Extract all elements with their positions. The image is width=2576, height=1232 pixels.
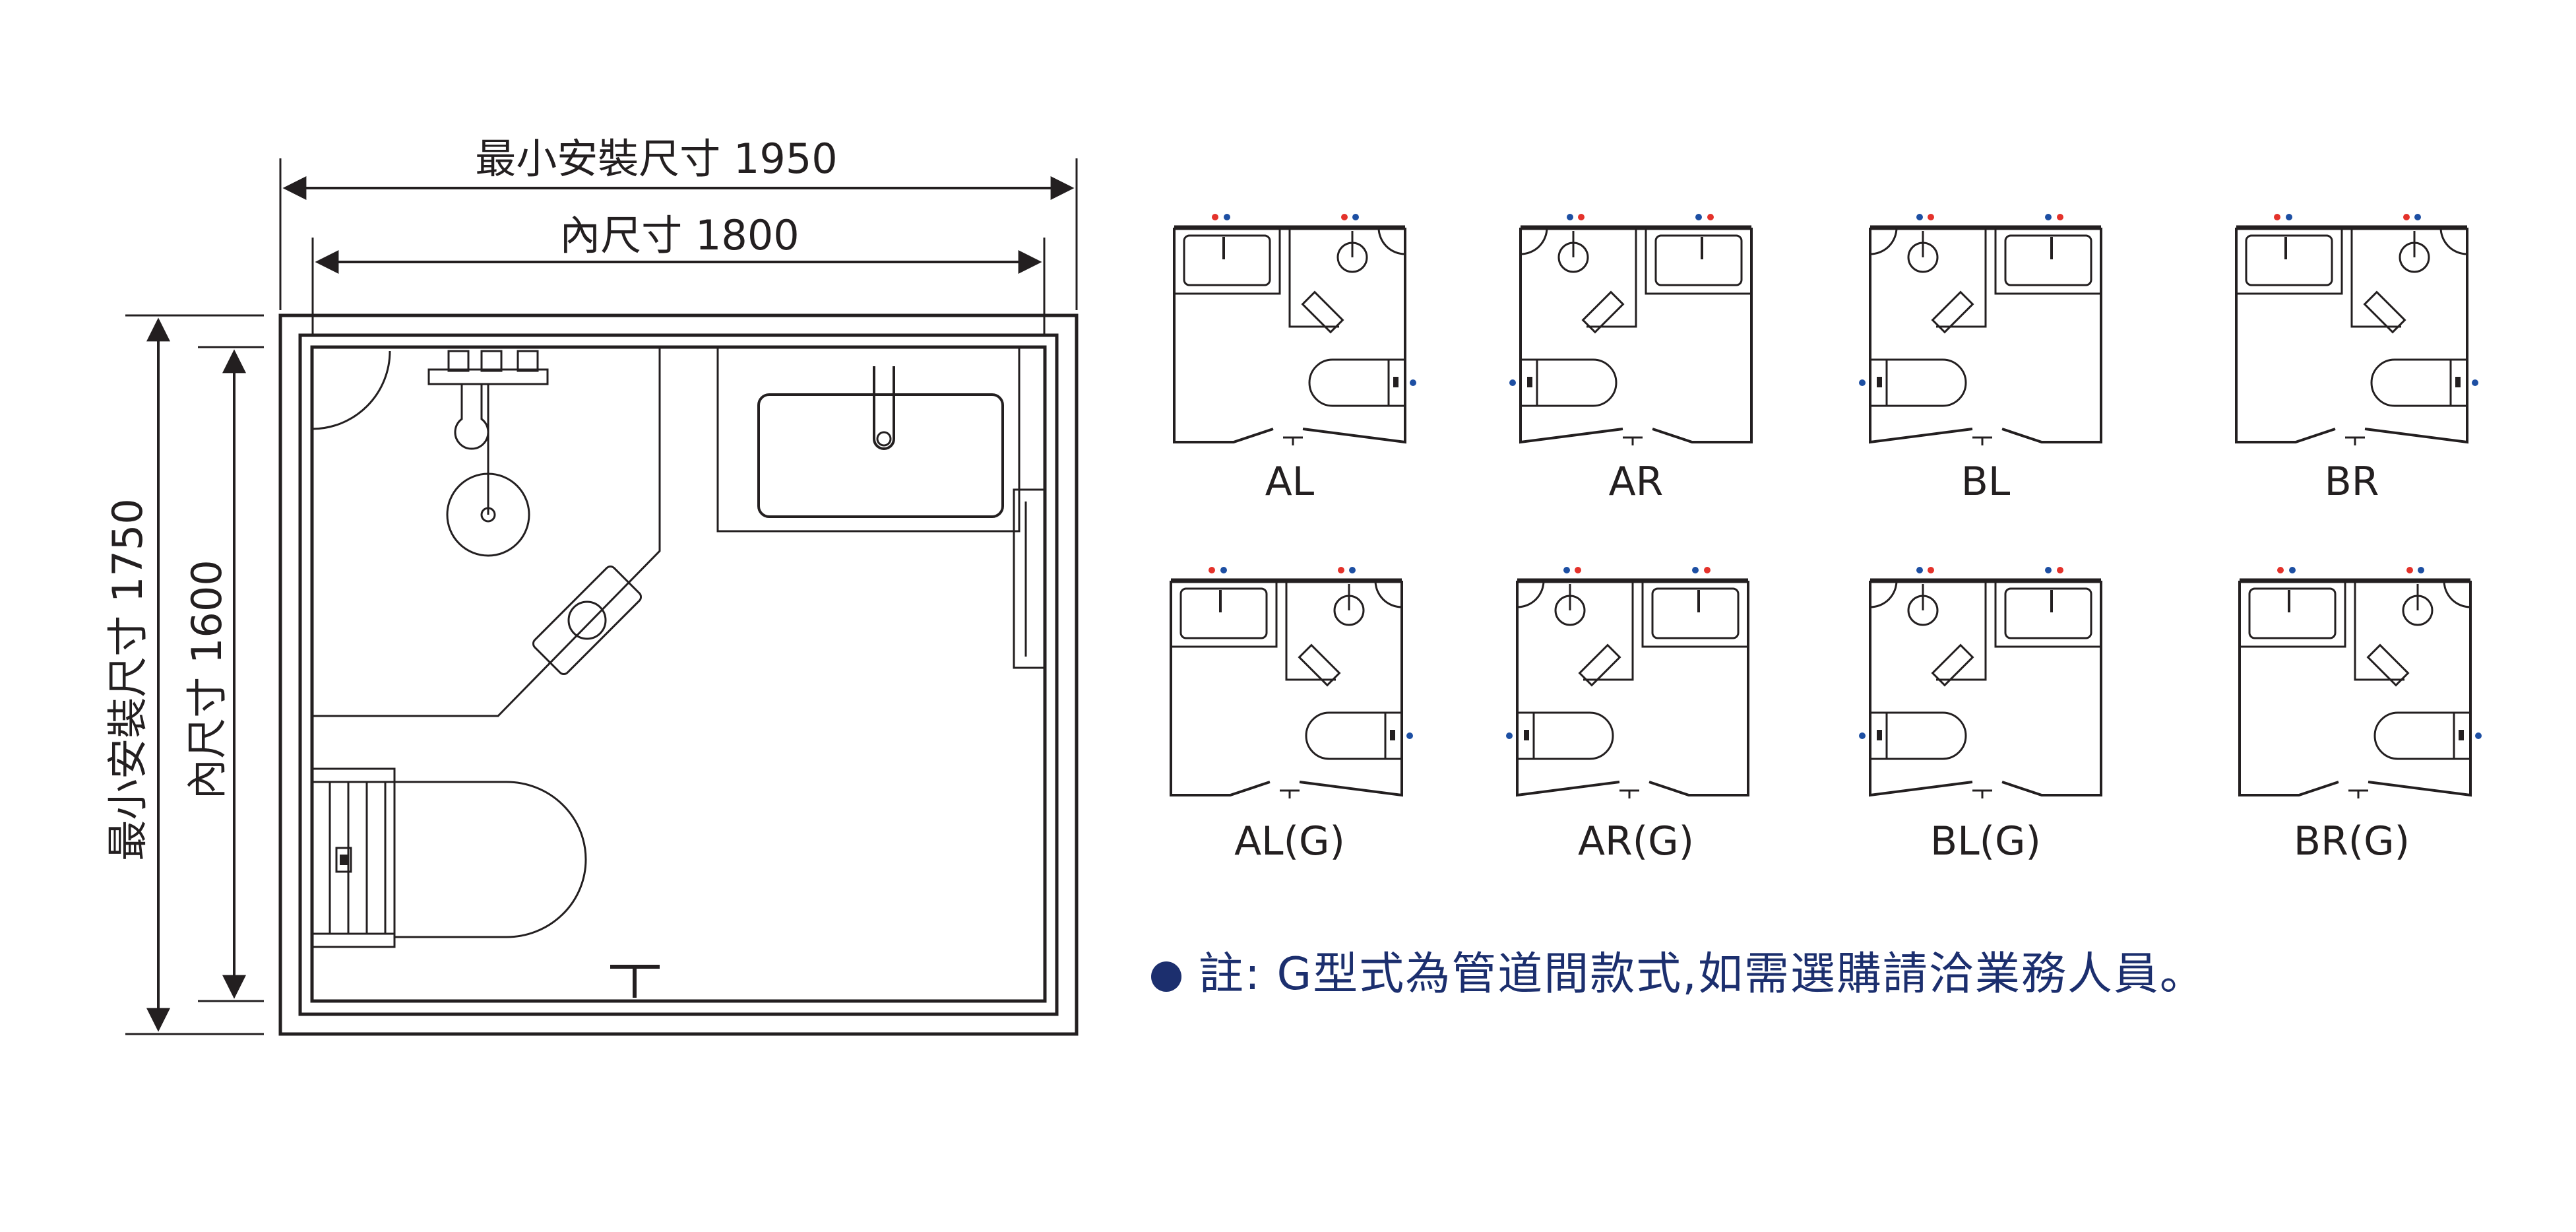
note-text-line: 註: G型式為管道間款式,如需選購請洽業務人員。 <box>1151 937 2206 1002</box>
layout-label-AR-G: AR(G) <box>1578 818 1694 864</box>
inner-width-dimension: 內尺寸 1800 <box>311 211 1046 337</box>
layout-label-BR: BR <box>2325 459 2379 505</box>
layout-label-BL-G: BL(G) <box>1930 818 2041 864</box>
layout-BL-G: BL(G) <box>1859 567 2101 864</box>
inner-height-label: 內尺寸 1600 <box>183 560 231 800</box>
layout-BR: BR <box>2236 214 2478 505</box>
layout-label-AL: AL <box>1265 459 1315 505</box>
outer-height-label: 最小安裝尺寸 1750 <box>104 498 152 861</box>
layout-AR-G: AR(G) <box>1506 567 1748 864</box>
layout-AL: AL <box>1174 214 1416 505</box>
layout-label-AR: AR <box>1609 459 1664 505</box>
layout-label-AL-G: AL(G) <box>1234 818 1345 864</box>
outer-height-dimension: 最小安裝尺寸 1750 <box>104 314 264 1035</box>
outer-width-dimension: 最小安裝尺寸 1950 <box>279 135 1078 310</box>
layout-label-BR-G: BR(G) <box>2294 818 2410 864</box>
inner-width-label: 內尺寸 1800 <box>559 211 800 259</box>
inner-height-dimension: 內尺寸 1600 <box>183 346 264 1002</box>
layout-AR: AR <box>1509 214 1751 505</box>
layout-AL-G: AL(G) <box>1171 567 1413 864</box>
layout-BR-G: BR(G) <box>2240 567 2482 864</box>
outer-width-label: 最小安裝尺寸 1950 <box>475 135 838 183</box>
note-text: 註: G型式為管道間款式,如需選購請洽業務人員。 <box>1199 948 2206 1000</box>
main-floor-plan <box>278 313 1079 1036</box>
layout-BL: BL <box>1859 214 2101 505</box>
layout-label-BL: BL <box>1961 459 2011 505</box>
bullet-dot-icon <box>1151 961 1181 992</box>
